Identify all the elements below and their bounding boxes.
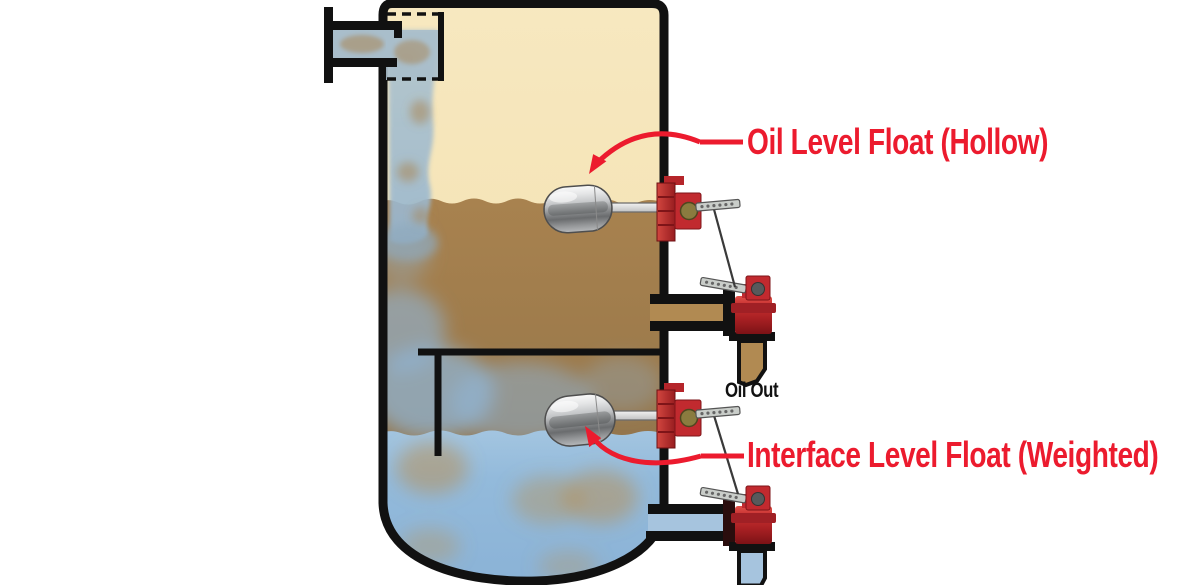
upper-arrowhead-icon — [589, 154, 607, 174]
upper-float-rod — [604, 202, 666, 213]
weir-baffle — [418, 348, 662, 456]
oil-haze — [396, 442, 638, 582]
oil-out-label: Oil Out — [725, 379, 779, 402]
lower-float-assembly — [544, 383, 741, 449]
oil-level-float — [543, 184, 613, 234]
upper-pivot-arm — [695, 198, 741, 212]
upper-float-assembly — [543, 176, 741, 242]
tank-fluids — [383, 3, 664, 582]
lower-arrowhead-icon — [585, 426, 602, 448]
oil-dump-valve — [699, 275, 776, 334]
water-valve-flange — [723, 499, 735, 546]
upper-callout-curve — [594, 131, 701, 166]
interface-level-float-label: Interface Level Float (Weighted) — [747, 434, 1159, 475]
inlet-flange — [324, 7, 333, 83]
arrowheads — [585, 154, 607, 448]
inlet-pipe — [324, 7, 444, 83]
lower-pivot-mechanism — [656, 383, 702, 449]
oil-outlet-assembly — [650, 275, 776, 388]
water-outlet-assembly — [646, 485, 776, 585]
oil-valve-flange — [723, 289, 735, 336]
lower-pivot-arm — [695, 405, 741, 419]
upper-pivot-mechanism — [656, 176, 702, 242]
tank-body — [378, 0, 669, 585]
water-out-pipe — [737, 549, 767, 585]
mechanical-linkage — [710, 201, 740, 495]
inlet-diverter-hidden-edges — [387, 12, 441, 81]
water-dump-valve — [699, 485, 776, 544]
oil-level-float-label: Oil Level Float (Hollow) — [747, 121, 1049, 162]
interface-level-float — [544, 393, 616, 447]
